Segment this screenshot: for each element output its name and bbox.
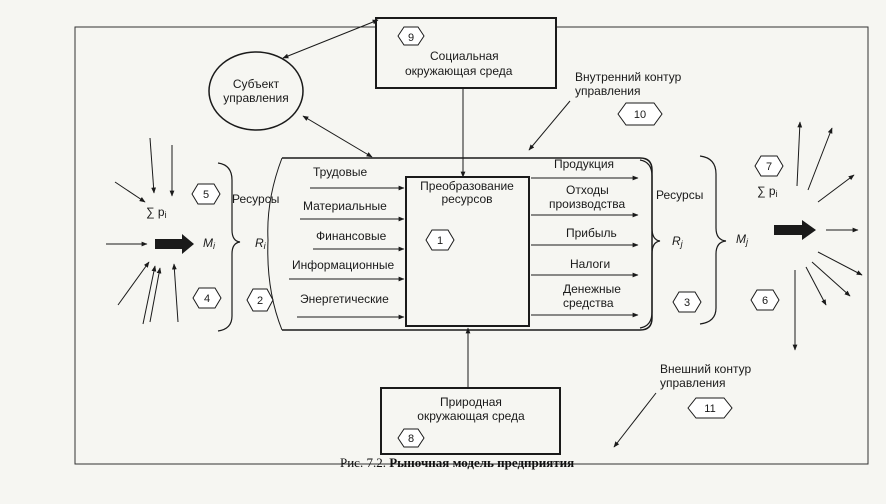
right-r-text: R — [672, 234, 681, 248]
arrow-subject-enterprise — [302, 115, 373, 158]
badge-9-label: 9 — [408, 32, 414, 44]
social-env-box — [375, 17, 557, 89]
left-sum-sub: i — [165, 210, 167, 220]
badge-1-label: 1 — [437, 235, 443, 247]
core-line2: ресурсов — [441, 192, 492, 206]
badge-9: 9 — [397, 26, 425, 46]
right-m-sub: j — [745, 237, 749, 247]
output-label-1a: Отходы — [566, 183, 609, 197]
caption-prefix: Рис. 7.2. — [340, 455, 386, 470]
left-bold-arrow — [155, 234, 194, 254]
badge-6-label: 6 — [762, 295, 768, 307]
badge-11-label: 11 — [704, 403, 715, 415]
enterprise-left-arc — [267, 157, 283, 331]
outer-contour-line1: Внешний контур — [660, 362, 751, 376]
output-label-4b: средства — [563, 296, 614, 310]
core-line1: Преобразование — [420, 179, 514, 193]
input-label-3: Информационные — [292, 258, 395, 272]
left-outer-brace — [217, 162, 241, 332]
badge-10: 10 — [617, 102, 663, 126]
badge-10-label: 10 — [634, 109, 646, 121]
left-sum-text: ∑ p — [146, 205, 165, 219]
badge-7-label: 7 — [766, 161, 772, 173]
badge-11: 11 — [687, 397, 733, 419]
right-outgoing-arrows — [792, 121, 863, 351]
input-label-0: Трудовые — [313, 165, 367, 179]
inner-contour-line1: Внутренний контур — [575, 70, 682, 84]
right-outer-brace — [699, 155, 727, 325]
badge-5-label: 5 — [203, 189, 209, 201]
input-label-4: Энергетические — [300, 292, 389, 306]
right-m-text: M — [736, 232, 746, 246]
left-r-text: R — [255, 236, 264, 250]
left-m-label: Mi — [203, 236, 216, 251]
arrow-subject-social — [282, 19, 379, 59]
inner-contour-line2: управления — [575, 84, 640, 98]
badge-5: 5 — [191, 183, 221, 205]
badge-8: 8 — [397, 428, 425, 448]
input-label-2: Финансовые — [316, 229, 387, 243]
subject-ellipse — [208, 51, 304, 131]
left-m-text: M — [203, 236, 213, 250]
natural-env-line1: Природная — [440, 395, 502, 409]
badge-8-label: 8 — [408, 433, 414, 445]
left-m-sub: i — [213, 241, 216, 251]
badge-3: 3 — [672, 291, 702, 313]
left-sum-label: ∑ pi — [146, 205, 167, 220]
badge-1: 1 — [425, 229, 455, 251]
output-label-2: Прибыль — [566, 226, 617, 240]
subject-line1: Субъект — [233, 77, 280, 91]
natural-env-line2: окружающая среда — [417, 409, 525, 423]
left-r-sub: i — [264, 241, 267, 251]
output-label-3: Налоги — [570, 257, 610, 271]
badge-4: 4 — [192, 287, 222, 309]
subject-line2: управления — [223, 91, 288, 105]
arrow-inner-contour — [528, 100, 571, 151]
left-incoming-arrows — [106, 137, 179, 325]
right-sum-text: ∑ p — [757, 184, 776, 198]
badge-2-label: 2 — [257, 295, 263, 307]
enterprise-frame — [282, 157, 653, 331]
right-sum-sub: i — [776, 189, 778, 199]
outer-contour-line2: управления — [660, 376, 725, 390]
right-inner-brace — [639, 159, 661, 329]
figure-caption: Рис. 7.2. Рыночная модель предприятия — [340, 455, 760, 471]
badge-2: 2 — [246, 288, 274, 312]
input-label-1: Материальные — [303, 199, 387, 213]
right-resources-label: Ресурсы — [656, 188, 703, 202]
left-r-label: Ri — [255, 236, 267, 251]
badge-6: 6 — [750, 289, 780, 311]
right-r-sub: j — [680, 239, 684, 249]
right-m-label: Mj — [736, 232, 749, 247]
right-r-label: Rj — [672, 234, 684, 249]
social-env-line2: окружающая среда — [405, 64, 513, 78]
caption-title: Рыночная модель предприятия — [389, 455, 575, 470]
badge-4-label: 4 — [204, 293, 210, 305]
left-resources-label: Ресурсы — [232, 192, 279, 206]
output-label-1b: производства — [549, 197, 625, 211]
output-label-0: Продукция — [554, 157, 614, 171]
arrow-outer-contour — [613, 392, 657, 448]
right-bold-arrow — [774, 220, 816, 240]
badge-3-label: 3 — [684, 297, 690, 309]
core-box — [405, 176, 530, 327]
right-sum-label: ∑ pi — [757, 184, 778, 199]
social-env-line1: Социальная — [430, 49, 499, 63]
badge-7: 7 — [754, 155, 784, 177]
output-label-4a: Денежные — [563, 282, 621, 296]
